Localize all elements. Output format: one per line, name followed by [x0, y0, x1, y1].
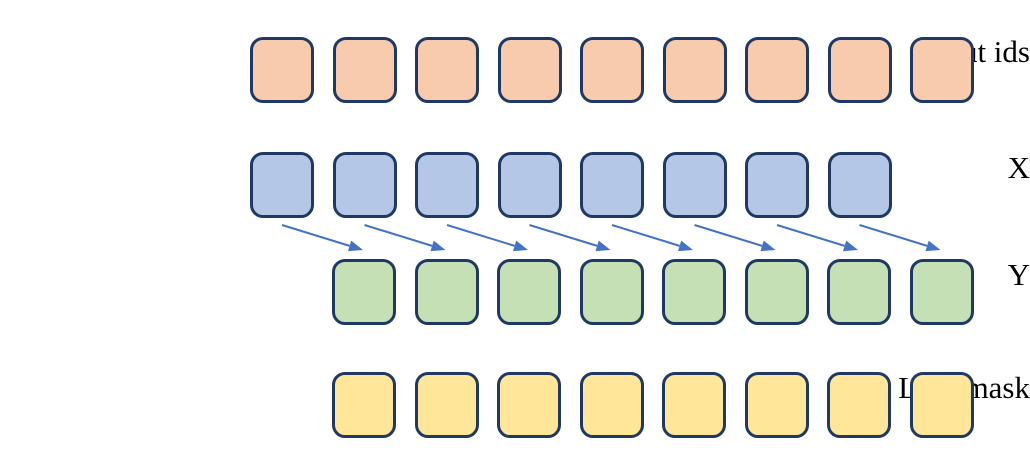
shift-arrow-head — [678, 240, 693, 252]
shift-arrow — [364, 224, 446, 252]
shift-arrow — [529, 224, 611, 252]
token-box-x — [827, 152, 892, 218]
token-box-x — [580, 152, 644, 218]
token-box-input-ids — [415, 37, 479, 103]
shift-arrow-head — [430, 240, 446, 252]
shift-arrow — [859, 224, 941, 252]
token-box-y — [744, 259, 809, 325]
shift-arrow — [446, 224, 528, 252]
shift-arrow-shaft — [611, 224, 680, 247]
token-box-x — [745, 152, 809, 218]
token-box-input-ids — [745, 37, 809, 103]
shift-arrow-shaft — [281, 224, 350, 247]
token-box-loss-mask — [414, 372, 479, 438]
token-box-input-ids — [910, 37, 974, 103]
shift-arrow-shaft — [364, 224, 433, 247]
token-box-loss-mask — [909, 372, 974, 438]
token-box-x — [332, 152, 397, 218]
token-box-loss-mask — [744, 372, 809, 438]
token-box-y — [662, 259, 726, 325]
shift-arrow — [694, 224, 776, 252]
shift-arrow-shaft — [694, 224, 763, 247]
shift-arrow-shaft — [529, 224, 598, 247]
shift-arrow-head — [843, 240, 858, 252]
token-box-y — [497, 259, 561, 325]
shift-arrow-shaft — [776, 224, 845, 247]
shift-arrow-head — [925, 240, 941, 252]
token-box-loss-mask — [579, 372, 644, 438]
token-box-input-ids — [827, 37, 892, 103]
token-box-x — [662, 152, 727, 218]
shift-arrow-head — [760, 240, 776, 252]
shift-arrow — [281, 224, 363, 252]
token-box-y — [909, 259, 974, 325]
shift-arrow-head — [348, 240, 363, 252]
shift-arrow — [776, 224, 858, 252]
token-box-input-ids — [580, 37, 644, 103]
token-box-loss-mask — [662, 372, 726, 438]
shift-arrow-shaft — [446, 224, 515, 247]
shift-arrow-head — [513, 240, 528, 252]
row-label-x-text: X — [1007, 150, 1030, 185]
token-box-input-ids — [662, 37, 727, 103]
token-box-y — [332, 259, 396, 325]
row-label-y-text: Y — [1007, 257, 1030, 292]
token-box-input-ids — [497, 37, 562, 103]
shift-arrow-shaft — [859, 224, 928, 247]
row-label-y: Y — [815, 259, 1030, 290]
token-box-y — [579, 259, 644, 325]
token-box-input-ids — [332, 37, 397, 103]
shift-arrow — [611, 224, 693, 252]
token-box-y — [414, 259, 479, 325]
token-box-loss-mask — [332, 372, 396, 438]
token-box-x — [250, 152, 314, 218]
token-box-input-ids — [250, 37, 314, 103]
shift-arrow-head — [595, 240, 611, 252]
token-box-loss-mask — [497, 372, 561, 438]
token-box-loss-mask — [827, 372, 891, 438]
token-box-y — [827, 259, 891, 325]
row-label-x: X — [815, 152, 1030, 183]
token-box-x — [415, 152, 479, 218]
token-box-x — [497, 152, 562, 218]
